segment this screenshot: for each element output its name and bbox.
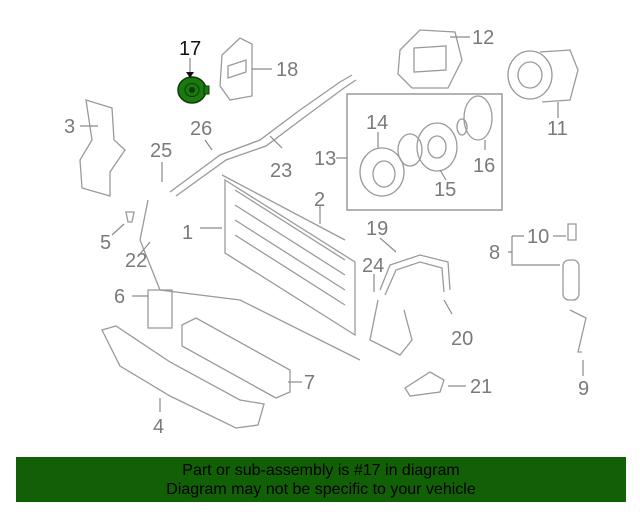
callout-15[interactable]: 15: [434, 179, 456, 201]
callout-2[interactable]: 2: [314, 189, 325, 211]
banner-line-2: Diagram may not be specific to your vehi…: [166, 481, 476, 498]
part-12-compressor-mount[interactable]: [397, 29, 463, 89]
part-7-seal[interactable]: [181, 317, 291, 399]
callout-19[interactable]: 19: [366, 218, 388, 240]
part-19-hose[interactable]: [379, 254, 451, 296]
callout-25[interactable]: 25: [150, 140, 172, 162]
banner-line-1: Part or sub-assembly is #17 in diagram: [182, 462, 460, 479]
callout-4[interactable]: 4: [153, 416, 164, 438]
callout-14[interactable]: 14: [366, 112, 388, 134]
part-8-receiver-drier[interactable]: [562, 259, 580, 301]
callout-26[interactable]: 26: [190, 118, 212, 140]
part-6-block[interactable]: [147, 289, 173, 329]
part-18-bracket[interactable]: [219, 37, 253, 101]
callout-8[interactable]: 8: [489, 242, 500, 264]
callout-24[interactable]: 24: [362, 255, 384, 277]
part-24-hose[interactable]: [369, 299, 413, 356]
callout-18[interactable]: 18: [276, 59, 298, 81]
part-3-heat-shield[interactable]: [79, 99, 126, 197]
part-26-line[interactable]: [169, 74, 353, 193]
part-10-switch[interactable]: [567, 223, 577, 241]
part-5-bolt[interactable]: [125, 211, 135, 223]
part-15-pulley[interactable]: [416, 122, 458, 172]
callout-17[interactable]: 17: [179, 38, 201, 60]
clutch-assembly-box: [346, 93, 503, 211]
part-11-compressor[interactable]: [507, 49, 579, 103]
part-16-hub[interactable]: [463, 95, 493, 141]
part-14-coil[interactable]: [359, 147, 405, 197]
part-9-bracket[interactable]: [569, 309, 587, 353]
info-banner: Part or sub-assembly is #17 in diagram D…: [16, 457, 626, 502]
callout-7[interactable]: 7: [304, 372, 315, 394]
callout-1[interactable]: 1: [182, 222, 193, 244]
callout-13[interactable]: 13: [314, 148, 336, 170]
callout-22[interactable]: 22: [125, 250, 147, 272]
callout-9[interactable]: 9: [578, 378, 589, 400]
part-4-deflector[interactable]: [101, 325, 265, 429]
callout-23[interactable]: 23: [270, 160, 292, 182]
part-17-clutch-pulley[interactable]: [177, 76, 210, 104]
callout-21[interactable]: 21: [470, 376, 492, 398]
callout-6[interactable]: 6: [114, 286, 125, 308]
part-1-condenser[interactable]: [224, 178, 356, 337]
callout-10[interactable]: 10: [527, 226, 549, 248]
part-21-bracket[interactable]: [404, 371, 445, 397]
callout-12[interactable]: 12: [472, 27, 494, 49]
callout-3[interactable]: 3: [64, 116, 75, 138]
callout-11[interactable]: 11: [547, 118, 568, 140]
callout-16[interactable]: 16: [473, 155, 495, 177]
callout-20[interactable]: 20: [451, 328, 473, 350]
callout-5[interactable]: 5: [100, 232, 111, 254]
